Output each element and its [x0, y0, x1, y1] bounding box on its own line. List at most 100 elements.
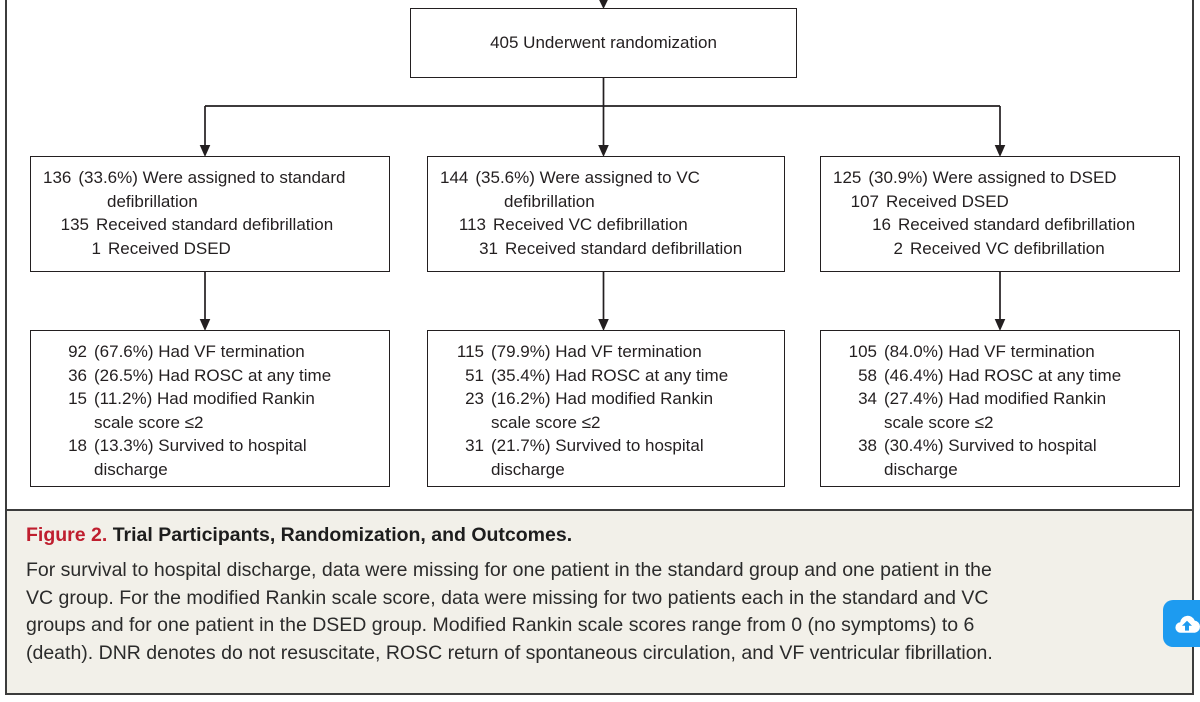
box-line-number: 16	[872, 215, 891, 234]
box-line-text: (27.4%) Had modified Rankin	[884, 389, 1107, 408]
box-line: 144 (35.6%) Were assigned to VC	[428, 166, 784, 190]
box-line: scale score ≤2	[31, 411, 389, 435]
box-line-text: (26.5%) Had ROSC at any time	[94, 365, 332, 385]
caption-panel: Figure 2. Trial Participants, Randomizat…	[7, 509, 1192, 693]
box-line-text: defibrillation	[504, 191, 595, 211]
box-line-number: 36	[68, 365, 87, 385]
outcome-box-dsed-lines: 105 (84.0%) Had VF termination 58 (46.4%…	[821, 331, 1179, 481]
box-line: 2 Received VC defibrillation	[821, 237, 1179, 261]
box-line: discharge	[428, 458, 784, 482]
box-line-text: (30.4%) Survived to hospital	[884, 436, 1097, 455]
box-line: 107 Received DSED	[821, 190, 1179, 214]
figure-caption-text: Trial Participants, Randomization, and O…	[112, 524, 573, 546]
box-line-text: (35.6%) Were assigned to VC	[475, 168, 700, 187]
box-line-text: (33.6%) Were assigned to standard	[78, 168, 346, 187]
box-line: 58 (46.4%) Had ROSC at any time	[821, 364, 1179, 388]
box-line-number: 115	[456, 342, 484, 361]
box-line-number: 18	[68, 436, 87, 455]
box-line-text: discharge	[491, 459, 565, 479]
box-line-text: Received DSED	[108, 238, 231, 258]
box-line: 31 Received standard defibrillation	[428, 237, 784, 261]
box-line: 92 (67.6%) Had VF termination	[31, 340, 389, 364]
box-line: discharge	[31, 458, 389, 482]
outcome-box-vc: 115 (79.9%) Had VF termination 51 (35.4%…	[427, 330, 785, 487]
box-line-number: 107	[850, 191, 879, 211]
box-line: 15 (11.2%) Had modified Rankin	[31, 387, 389, 411]
box-line-number: 31	[479, 238, 498, 258]
cloud-upload-icon	[1173, 610, 1200, 638]
box-line-text: (79.9%) Had VF termination	[491, 342, 702, 361]
box-line-text: discharge	[884, 459, 958, 479]
box-line: defibrillation	[428, 190, 784, 214]
box-line-text: (46.4%) Had ROSC at any time	[884, 365, 1122, 385]
box-line: 18 (13.3%) Survived to hospital	[31, 434, 389, 458]
outcome-box-dsed: 105 (84.0%) Had VF termination 58 (46.4%…	[820, 330, 1180, 487]
box-line-text: (13.3%) Survived to hospital	[94, 436, 307, 455]
caption-line: groups and for one patient in the DSED g…	[26, 614, 975, 636]
box-line-number: 113	[458, 215, 486, 234]
box-line-number: 51	[465, 365, 484, 385]
box-line-text: (11.2%) Had modified Rankin	[94, 389, 315, 408]
box-line-text: (67.6%) Had VF termination	[94, 342, 305, 361]
box-line-text: Received VC defibrillation	[910, 238, 1105, 258]
box-line: discharge	[821, 458, 1179, 482]
box-line-number: 2	[893, 238, 903, 258]
assignment-box-dsed: 125 (30.9%) Were assigned to DSED 107 Re…	[820, 156, 1180, 272]
box-line: 36 (26.5%) Had ROSC at any time	[31, 364, 389, 388]
box-line-number: 144	[440, 168, 469, 187]
assignment-box-vc: 144 (35.6%) Were assigned to VC defibril…	[427, 156, 785, 272]
box-line: 16 Received standard defibrillation	[821, 213, 1179, 237]
box-line-text: scale score ≤2	[94, 412, 204, 432]
box-line-number: 92	[68, 342, 87, 361]
outcome-box-standard: 92 (67.6%) Had VF termination 36 (26.5%)…	[30, 330, 390, 487]
caption-line: For survival to hospital discharge, data…	[26, 559, 992, 581]
box-line: 135 Received standard defibrillation	[31, 213, 389, 237]
box-line: 34 (27.4%) Had modified Rankin	[821, 387, 1179, 411]
box-line-text: (16.2%) Had modified Rankin	[491, 389, 714, 408]
box-line-number: 135	[60, 215, 89, 234]
assignment-box-standard-lines: 136 (33.6%) Were assigned to standard de…	[31, 157, 389, 260]
outcome-box-vc-lines: 115 (79.9%) Had VF termination 51 (35.4%…	[428, 331, 784, 481]
box-line: 115 (79.9%) Had VF termination	[428, 340, 784, 364]
box-line-text: defibrillation	[107, 191, 198, 211]
box-line-number: 38	[858, 436, 877, 455]
box-line: 23 (16.2%) Had modified Rankin	[428, 387, 784, 411]
randomization-box-label: 405 Underwent randomization	[490, 33, 717, 53]
flow-connectors	[199, 0, 1006, 331]
box-line-text: (35.4%) Had ROSC at any time	[491, 365, 729, 385]
box-line-number: 1	[91, 238, 101, 258]
box-line-number: 15	[68, 389, 87, 408]
box-line-number: 34	[858, 389, 877, 408]
randomization-box: 405 Underwent randomization	[410, 8, 797, 78]
box-line: defibrillation	[31, 190, 389, 214]
box-line-number: 31	[465, 436, 484, 455]
outcome-box-standard-lines: 92 (67.6%) Had VF termination 36 (26.5%)…	[31, 331, 389, 481]
box-line-text: discharge	[94, 459, 168, 479]
box-line: 113 Received VC defibrillation	[428, 213, 784, 237]
box-line-number: 136	[43, 168, 72, 187]
figure-caption-label: Figure 2.	[26, 524, 108, 546]
share-upload-button[interactable]	[1163, 600, 1200, 647]
box-line: 31 (21.7%) Survived to hospital	[428, 434, 784, 458]
box-line: 136 (33.6%) Were assigned to standard	[31, 166, 389, 190]
box-line: scale score ≤2	[428, 411, 784, 435]
box-line-text: Received standard defibrillation	[96, 215, 334, 234]
box-line-text: Received VC defibrillation	[493, 215, 688, 234]
box-line-number: 125	[833, 168, 862, 187]
box-line-number: 58	[858, 365, 877, 385]
box-line-text: Received standard defibrillation	[898, 215, 1136, 234]
box-line-text: scale score ≤2	[491, 412, 601, 432]
box-line: 38 (30.4%) Survived to hospital	[821, 434, 1179, 458]
box-line-text: Received standard defibrillation	[505, 238, 743, 258]
caption-line: VC group. For the modified Rankin scale …	[26, 586, 989, 609]
assignment-box-vc-lines: 144 (35.6%) Were assigned to VC defibril…	[428, 157, 784, 260]
box-line: 51 (35.4%) Had ROSC at any time	[428, 364, 784, 388]
box-line-number: 105	[848, 342, 877, 361]
box-line-text: scale score ≤2	[884, 412, 994, 432]
box-line: 1 Received DSED	[31, 237, 389, 261]
box-line-text: (30.9%) Were assigned to DSED	[868, 168, 1117, 187]
box-line-text: (84.0%) Had VF termination	[884, 342, 1095, 361]
assignment-box-standard: 136 (33.6%) Were assigned to standard de…	[30, 156, 390, 272]
box-line: scale score ≤2	[821, 411, 1179, 435]
caption-body: For survival to hospital discharge, data…	[26, 557, 1172, 667]
